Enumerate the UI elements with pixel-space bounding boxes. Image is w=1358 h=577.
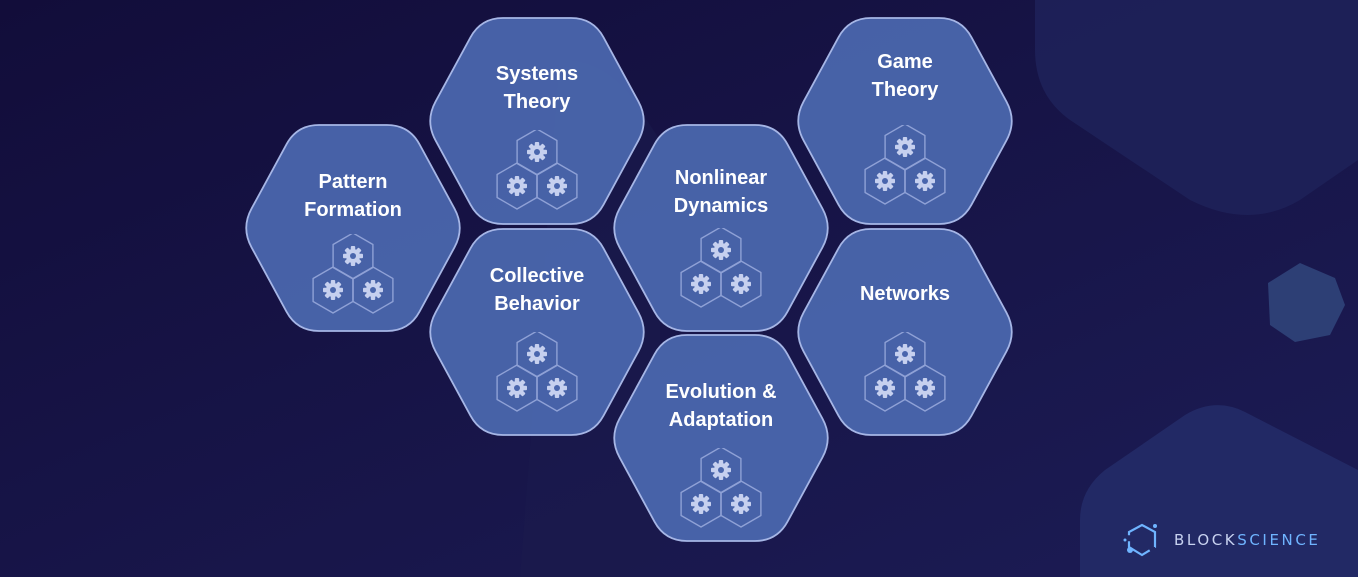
hexagon-shape [797,17,1013,225]
hexagon-systems-theory: Systems Theory [425,17,649,225]
gear-cluster-icon [860,330,950,421]
hexagon-shape [613,124,829,332]
hexagon-networks: Networks [793,228,1017,436]
topic-label-game-theory: Game Theory [871,51,939,101]
blockscience-wordmark: BLOCKSCIENCE [1174,531,1321,549]
wordmark-block: BLOCK [1174,531,1238,549]
gear-cluster-icon [492,128,582,219]
background-hexagon-small [1268,263,1345,342]
hexagon-pattern-formation: Pattern Formation [241,124,465,332]
hexagon-shape [245,124,461,332]
hexagon-shape [429,228,645,436]
topic-label-nonlinear-dynamics: Nonlinear Dynamics [673,167,769,217]
gear-cluster-icon [860,123,950,214]
gear-cluster-icon [492,330,582,421]
topic-label-pattern-formation: Pattern Formation [304,171,402,221]
blockscience-logo: BLOCKSCIENCE [1122,520,1321,560]
hexagon-collective-behavior: Collective Behavior [425,228,649,436]
background-hexagon-bottom-right [1080,405,1358,577]
hexagon-game-theory: Game Theory [793,17,1017,225]
hexagon-evolution-adaptation: Evolution & Adaptation [609,334,833,542]
gear-cluster-icon [676,226,766,317]
gear-cluster-icon [308,232,398,323]
topic-label-evolution-adaptation: Evolution & Adaptation [665,381,777,431]
hexagon-shape [429,17,645,225]
background-hexagon-top-right [1035,0,1358,215]
blockscience-logo-icon [1123,523,1157,557]
hexagon-nonlinear-dynamics: Nonlinear Dynamics [609,124,833,332]
topic-label-collective-behavior: Collective Behavior [489,265,585,315]
wordmark-science: SCIENCE [1237,531,1321,549]
hexagon-shape [613,334,829,542]
gear-cluster-icon [676,446,766,537]
topic-label-systems-theory: Systems Theory [495,63,579,113]
topic-label-networks: Networks [859,283,951,305]
hexagon-shape [797,228,1013,436]
